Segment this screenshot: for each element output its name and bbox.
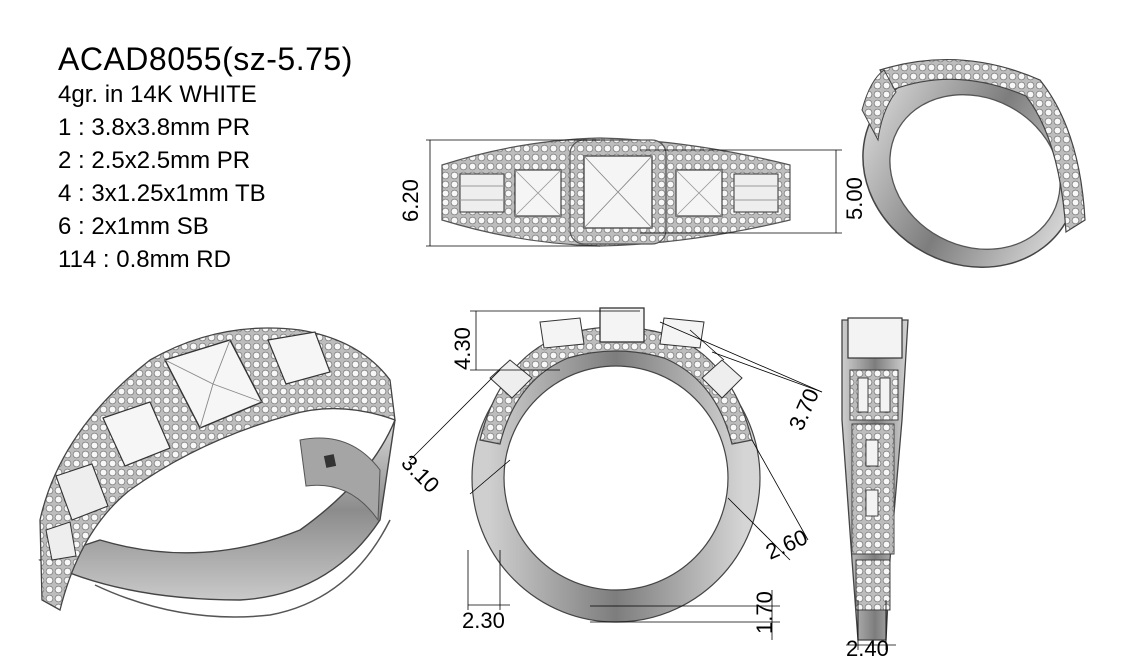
dim-front-left-diag: 3.10 (396, 450, 444, 498)
perspective-ring-view (861, 59, 1086, 269)
metal-weight: 4gr. in 14K WHITE (58, 81, 257, 108)
dim-front-right-lower: 2.60 (762, 524, 811, 564)
dim-top-height-left: 6.20 (398, 179, 423, 222)
stone-spec-4: 6 : 2x1mm SB (58, 213, 209, 240)
front-view-dim-lines (409, 310, 823, 640)
side-view: 2.40 (841, 317, 909, 661)
dim-front-top-height: 4.30 (450, 327, 475, 370)
top-view-dim-lines (426, 139, 842, 247)
dim-front-shank-width: 2.30 (462, 608, 505, 633)
model-title: ACAD8055(sz-5.75) (58, 41, 353, 77)
dim-front-bottom-thickness: 1.70 (752, 591, 777, 634)
dim-top-height-right: 5.00 (842, 177, 867, 220)
dim-front-right-diag: 3.70 (784, 385, 824, 434)
top-view-ring (441, 137, 791, 247)
stone-spec-5: 114 : 0.8mm RD (58, 246, 231, 273)
side-view-dim-lines (846, 600, 896, 650)
stone-spec-3: 4 : 3x1.25x1mm TB (58, 180, 266, 207)
dim-side-width: 2.40 (846, 636, 889, 661)
front-view: 4.30 3.70 3.10 2.60 2.30 1.70 (396, 307, 824, 640)
top-view: 6.20 5.00 (398, 137, 867, 247)
stone-spec-1: 1 : 3.8x3.8mm PR (58, 114, 251, 141)
spec-block: ACAD8055(sz-5.75) 4gr. in 14K WHITE 1 : … (58, 40, 353, 276)
stone-spec-2: 2 : 2.5x2.5mm PR (58, 147, 251, 174)
three-quarter-view (38, 327, 396, 618)
